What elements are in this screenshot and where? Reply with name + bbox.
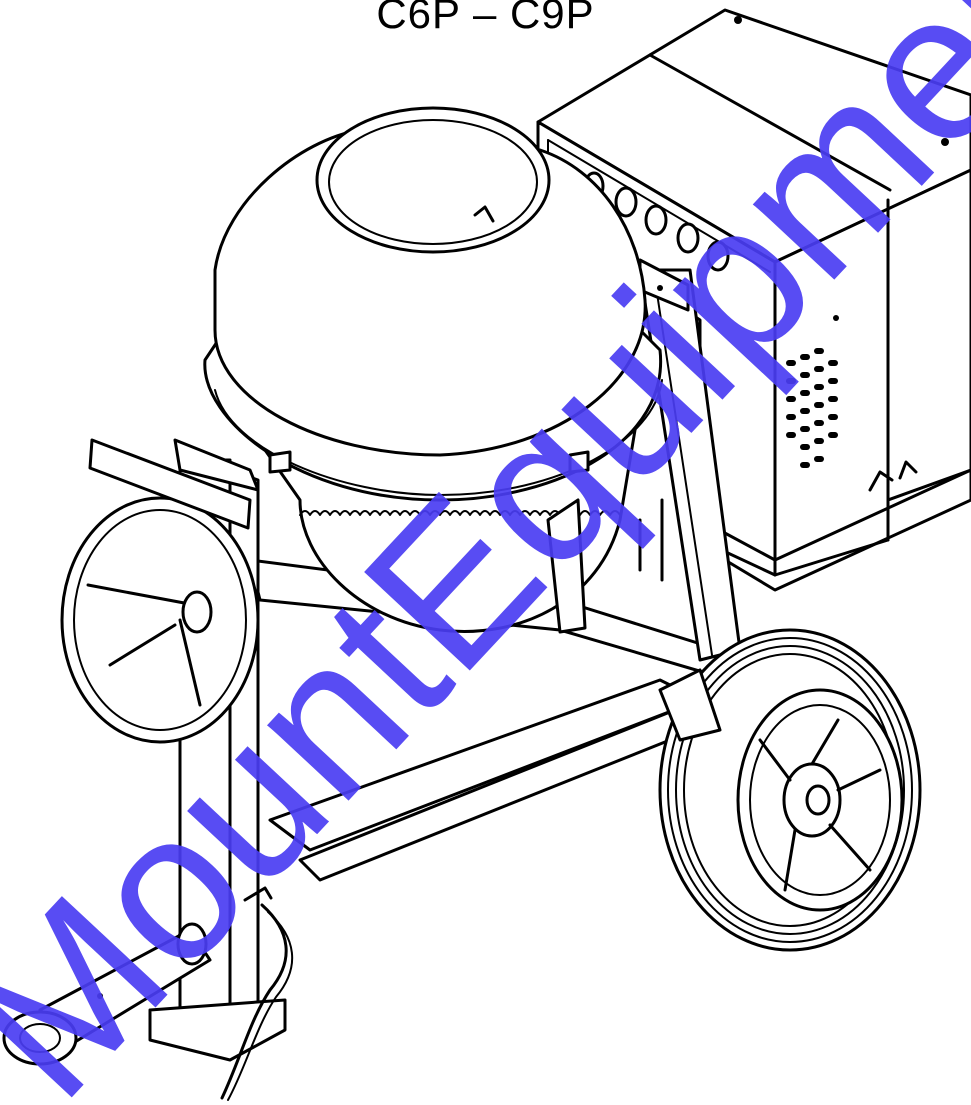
control-knobs	[583, 171, 730, 272]
tow-hitch	[2, 922, 212, 1066]
model-title: C6P – C9P	[376, 0, 595, 37]
safety-chain	[220, 886, 294, 1101]
handwheel	[60, 438, 260, 744]
mixing-drum	[203, 106, 663, 634]
wheel-tire	[658, 628, 922, 952]
vent-grille	[786, 348, 838, 468]
